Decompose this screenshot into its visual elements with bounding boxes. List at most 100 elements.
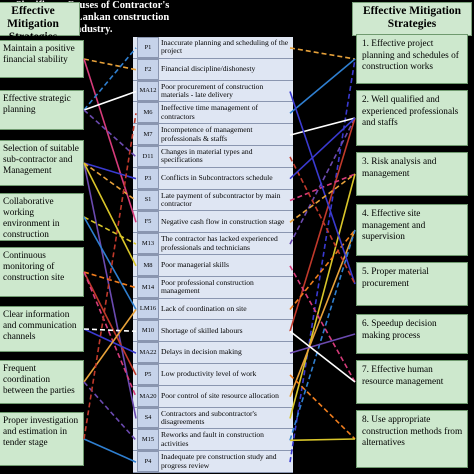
- connector-line: [83, 58, 137, 223]
- cause-code: P4: [137, 451, 159, 472]
- connector-line: [289, 229, 356, 311]
- cause-text: Negative cash flow in construction stage: [161, 216, 285, 226]
- right-strategy-label: 6. Speedup decision making process: [362, 319, 437, 341]
- left-strategy-label: Continuous monitoring of construction si…: [3, 251, 65, 283]
- connector-line: [289, 265, 356, 383]
- cause-text: Poor control of site resource allocation: [161, 390, 279, 400]
- cause-text: Changes in material types and specificat…: [161, 146, 253, 165]
- right-strategy-label: 3. Risk analysis and management: [362, 157, 437, 179]
- connector-line: [83, 271, 137, 376]
- cause-text: Conflicts in Subcontractors schedule: [161, 172, 273, 182]
- left-strategy-item: Proper investigation and estimation in t…: [0, 412, 84, 466]
- connector-line: [83, 162, 137, 419]
- right-strategy-item: 1. Effective project planning and schedu…: [356, 34, 468, 84]
- connector-line: [289, 58, 356, 114]
- connector-line: [83, 271, 137, 289]
- left-strategy-label: Collaborative working environment in con…: [3, 197, 60, 240]
- connector-line: [289, 330, 356, 383]
- connector-line: [83, 216, 137, 310]
- connector-line: [289, 229, 356, 397]
- left-strategy-label: Selection of suitable sub-contractor and…: [3, 144, 79, 176]
- cause-code: D11: [137, 146, 159, 167]
- cause-code: M13: [137, 233, 159, 254]
- connector-line: [83, 58, 137, 71]
- left-strategy-item: Maintain a positive financial stability: [0, 40, 84, 78]
- left-strategy-label: Effective strategic planning: [3, 94, 71, 115]
- cause-code: M10: [137, 320, 159, 342]
- left-strategy-item: Clear information and communication chan…: [0, 306, 84, 352]
- connector-line: [83, 162, 137, 202]
- connector-line: [289, 173, 356, 419]
- connector-line: [289, 117, 356, 245]
- connector-line: [289, 156, 356, 285]
- left-strategy-label: Maintain a positive financial stability: [3, 44, 75, 65]
- right-strategy-label: 2. Well qualified and experienced profes…: [362, 95, 459, 128]
- connector-line: [83, 47, 137, 111]
- cause-code: P3: [137, 167, 159, 189]
- cause-code: M7: [137, 124, 159, 145]
- left-strategy-item: Selection of suitable sub-contractor and…: [0, 140, 84, 186]
- cause-text: Incompetence of management professionals…: [161, 125, 253, 143]
- cause-text: Ineffective time management of contracto…: [161, 103, 259, 121]
- right-strategy-item: 3. Risk analysis and management: [356, 152, 468, 196]
- cause-text: Poor procurement of construction materia…: [161, 81, 264, 99]
- right-strategy-item: 2. Well qualified and experienced profes…: [356, 90, 468, 146]
- right-header: Effective Mitigation Strategies: [352, 2, 472, 36]
- cause-text: Inaccurate planning and scheduling of th…: [161, 37, 289, 56]
- right-strategy-item: 5. Proper material procurement: [356, 262, 468, 306]
- connector-line: [289, 58, 356, 463]
- connector-line: [83, 328, 137, 333]
- cause-code: F5: [137, 211, 159, 233]
- right-strategy-label: 5. Proper material procurement: [362, 267, 429, 289]
- cause-text: Shortage of skilled labours: [161, 325, 243, 335]
- left-strategy-item: Collaborative working environment in con…: [0, 193, 84, 241]
- cause-text: Late payment of subcontractor by main co…: [161, 190, 281, 208]
- cause-code: MA12: [137, 80, 159, 102]
- cause-text: Contractors and subcontractor's disagree…: [161, 408, 257, 426]
- cause-code: M8: [137, 255, 159, 276]
- cause-code: S1: [137, 189, 159, 211]
- connector-line: [83, 109, 137, 158]
- right-strategy-label: 7. Effective human resource management: [362, 365, 444, 387]
- left-strategy-label: Proper investigation and estimation in t…: [3, 416, 79, 448]
- cause-text: Reworks and fault in construction activi…: [161, 430, 264, 448]
- right-strategy-item: 6. Speedup decision making process: [356, 314, 468, 354]
- connector-line: [83, 162, 137, 180]
- connector-line: [83, 162, 137, 267]
- connector-line: [289, 47, 356, 60]
- connector-line: [289, 117, 356, 136]
- left-strategy-item: Continuous monitoring of construction si…: [0, 247, 84, 297]
- connector-line: [289, 117, 356, 332]
- cause-code: F2: [137, 58, 159, 80]
- cause-text: Poor professional construction managemen…: [161, 277, 254, 296]
- left-header: Effective Mitigation Strategies: [0, 2, 80, 43]
- cause-text: Financial discipline/dishonesty: [161, 63, 256, 73]
- left-strategy-item: Effective strategic planning: [0, 90, 84, 130]
- connector-line: [289, 91, 356, 285]
- cause-text: Inadequate pre construction study and pr…: [161, 452, 277, 470]
- connector-line: [289, 229, 356, 441]
- right-strategy-item: 7. Effective human resource management: [356, 360, 468, 404]
- middle-header: Significant Causes of Contractor's Delay…: [15, 0, 170, 35]
- right-strategy-label: 1. Effective project planning and schedu…: [362, 39, 459, 72]
- cause-text: Delays in decision making: [161, 347, 242, 357]
- cause-code: P1: [137, 37, 159, 58]
- connector-line: [289, 173, 356, 202]
- cause-code: S4: [137, 407, 159, 429]
